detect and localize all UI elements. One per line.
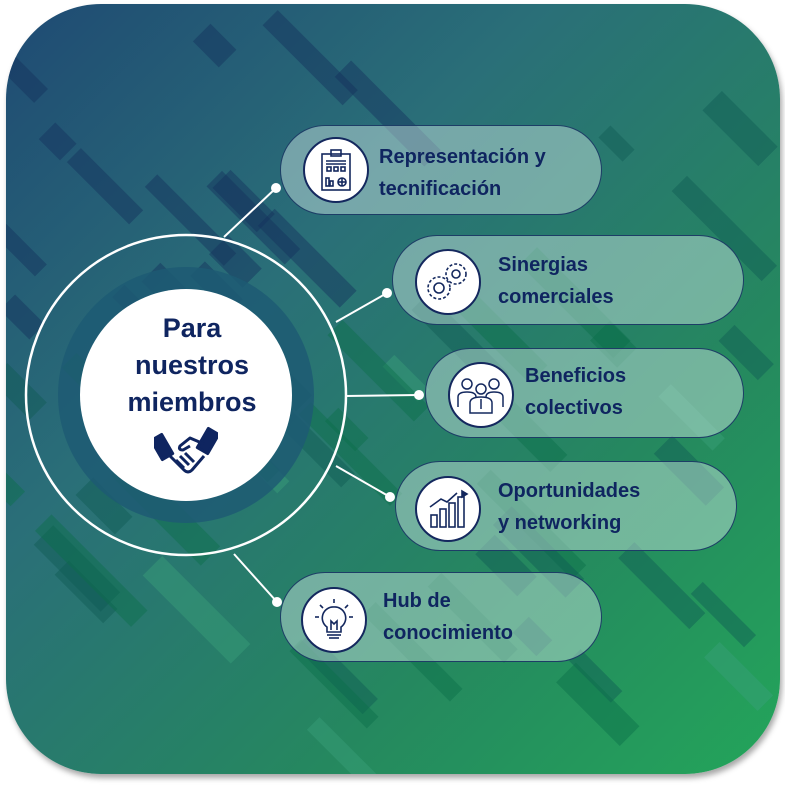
stripe — [334, 60, 441, 167]
center-line: nuestros — [134, 350, 250, 380]
item-line: Representación y — [379, 146, 546, 168]
infographic-card: Para nuestros miembros Representación y t… — [6, 4, 780, 774]
stripe — [519, 247, 631, 359]
stripe — [6, 694, 25, 768]
handshake-icon — [154, 426, 218, 474]
stripe — [512, 616, 553, 657]
stripe — [212, 169, 275, 233]
item-line: Sinergias — [498, 254, 589, 276]
stripe — [6, 436, 26, 507]
stripe — [690, 581, 757, 648]
stripe — [38, 122, 77, 161]
stripe — [449, 285, 548, 384]
stripe — [569, 649, 623, 703]
stripe — [382, 354, 430, 402]
stripe — [206, 170, 301, 265]
item-label: Oportunidades y networking — [498, 475, 640, 539]
gears-icon — [415, 249, 481, 315]
lightbulb-icon — [301, 587, 367, 653]
stripe — [209, 235, 262, 288]
stripe — [144, 174, 237, 266]
stripe — [718, 324, 774, 381]
item-line: Oportunidades — [498, 480, 641, 502]
stripe — [35, 514, 148, 627]
stripe — [324, 407, 369, 452]
connectors — [223, 183, 424, 607]
stripe — [262, 10, 358, 106]
stripe — [556, 662, 640, 746]
stripe — [289, 639, 379, 729]
stripe — [618, 542, 706, 630]
item-label: Hub de conocimiento — [383, 585, 513, 649]
center-disc — [80, 289, 292, 501]
stripe — [598, 125, 635, 162]
item-line: comerciales — [498, 286, 614, 308]
stripe — [704, 641, 774, 711]
stripe — [142, 555, 251, 664]
item-line: tecnificación — [379, 178, 502, 200]
stripe — [671, 175, 777, 282]
stripe — [75, 477, 133, 535]
stripe — [427, 572, 518, 663]
item-label: Beneficios colectivos — [525, 360, 626, 424]
stripe — [306, 717, 392, 774]
stripe — [298, 402, 403, 506]
stripe — [702, 90, 778, 167]
item-line: conocimiento — [383, 622, 514, 644]
stripe — [363, 602, 463, 702]
stripe — [327, 319, 430, 422]
stripe — [66, 148, 144, 225]
item-line: y networking — [498, 512, 622, 534]
item-line: Hub de — [383, 590, 451, 612]
item-line: Beneficios — [525, 365, 627, 387]
stripe — [590, 320, 637, 368]
stripe — [476, 469, 587, 580]
stripe — [6, 205, 47, 277]
stripe — [54, 560, 118, 624]
item-label: Representación y tecnificación — [379, 141, 546, 205]
center-title: Para nuestros miembros — [98, 310, 286, 421]
item-line: colectivos — [525, 397, 623, 419]
growth-chart-icon — [415, 476, 481, 542]
clipboard-report-icon — [303, 137, 369, 203]
center-line: Para — [162, 313, 222, 343]
stripe — [6, 53, 49, 103]
item-label: Sinergias comerciales — [498, 249, 614, 313]
center-line: miembros — [127, 387, 257, 417]
stripe — [6, 294, 45, 340]
stripe — [257, 208, 357, 308]
group-people-icon — [448, 362, 514, 428]
stripe — [33, 525, 121, 612]
diagonal-stripes-pattern — [6, 10, 778, 774]
stripe — [6, 362, 47, 420]
stripe — [192, 23, 237, 68]
